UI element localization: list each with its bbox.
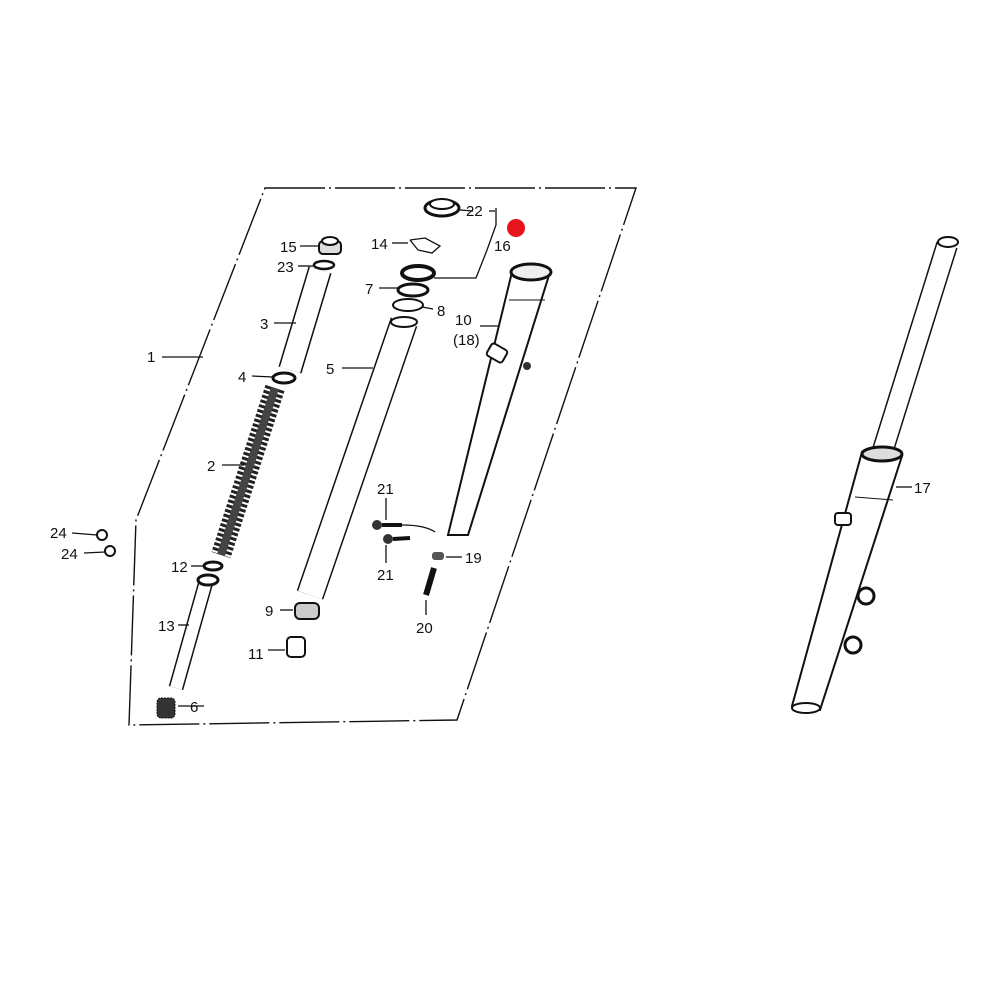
part-9-bushing (294, 602, 320, 620)
part-12-ring (202, 560, 224, 572)
callout-10: 10 (455, 312, 472, 329)
callout-19: 19 (465, 550, 482, 567)
part-5-fork-pipe (296, 316, 418, 600)
callout-8: 8 (437, 303, 445, 320)
callout-24-lower: 24 (61, 546, 78, 563)
callout-20: 20 (416, 620, 433, 637)
callout-11: 11 (248, 646, 264, 663)
part-14-clip (409, 237, 442, 254)
part-24-screw-b (104, 545, 116, 557)
callout-21-lower: 21 (377, 567, 394, 584)
part-19-washer (432, 552, 444, 560)
leader-lines (71, 208, 912, 707)
part-21-bolt-upper (372, 520, 436, 533)
part-22-seal (423, 198, 461, 218)
callout-23: 23 (277, 259, 294, 276)
callout-5: 5 (326, 361, 334, 378)
callout-24-upper: 24 (50, 525, 67, 542)
part-16-seal (400, 264, 436, 282)
callout-21-upper: 21 (377, 481, 394, 498)
part-21-bolt-lower (383, 534, 411, 544)
callout-4: 4 (238, 369, 246, 386)
callout-1: 1 (147, 349, 155, 366)
part-23-o-ring (312, 259, 336, 271)
callout-16: 16 (494, 238, 511, 255)
callout-14: 14 (371, 236, 388, 253)
callout-18: (18) (453, 332, 480, 349)
callout-9: 9 (265, 603, 273, 620)
callout-6: 6 (190, 699, 198, 716)
callout-13: 13 (158, 618, 175, 635)
callout-17: 17 (914, 480, 931, 497)
part-24-screw-a (96, 529, 108, 541)
part-8-bushing (392, 298, 424, 312)
part-7-ring (396, 282, 430, 298)
part-13-damper-rod (168, 573, 220, 691)
part-17-fork-assembly (790, 236, 959, 714)
callout-3: 3 (260, 316, 268, 333)
callout-15: 15 (280, 239, 297, 256)
part-11-lock-piece (286, 636, 306, 658)
callout-22: 22 (466, 203, 483, 220)
part-4-seat (271, 371, 297, 385)
callout-2: 2 (207, 458, 215, 475)
part-15-bolt (318, 236, 342, 255)
part-3-spacer (278, 266, 332, 374)
assembly-boundary (128, 187, 637, 726)
callout-12: 12 (171, 559, 188, 576)
part-2-spring (211, 384, 285, 559)
part-6-spring (156, 697, 176, 719)
part-10-fork-slider (446, 262, 553, 536)
red-marker-dot (507, 219, 525, 237)
callout-7: 7 (365, 281, 373, 298)
part-20-bolt (423, 567, 437, 596)
